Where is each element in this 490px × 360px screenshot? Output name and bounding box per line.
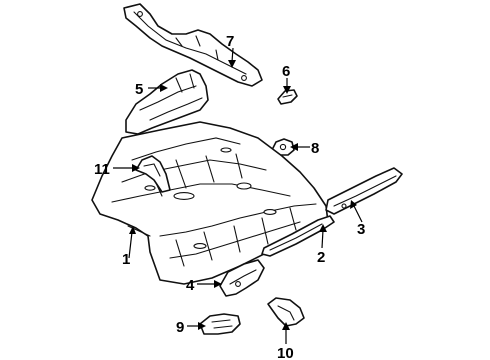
callout-10-label: 10 [277, 345, 294, 360]
small-bracket-part [277, 89, 298, 105]
callout-4-label: 4 [186, 277, 195, 294]
floor-bracket-part [219, 259, 265, 297]
callout-4: 4 [186, 277, 222, 294]
callout-7: 7 [226, 33, 236, 68]
callout-3: 3 [350, 200, 365, 238]
callout-6-label: 6 [282, 63, 290, 80]
callout-6: 6 [282, 63, 291, 94]
callout-8-label: 8 [311, 140, 319, 157]
callout-1-label: 1 [122, 251, 130, 268]
callout-5-label: 5 [135, 81, 143, 98]
callout-9-label: 9 [176, 319, 184, 336]
callout-10: 10 [277, 322, 294, 360]
callout-11-label: 11 [94, 161, 110, 178]
callout-7-label: 7 [226, 33, 234, 50]
support-bracket-part [267, 297, 305, 327]
callout-11: 11 [94, 161, 140, 178]
tunnel-extension-part [125, 69, 209, 135]
tunnel-brace-part [135, 155, 171, 193]
callout-1: 1 [122, 226, 136, 268]
callout-3-label: 3 [357, 221, 365, 238]
callout-5: 5 [135, 81, 168, 98]
callout-2: 2 [317, 224, 327, 266]
rocker-reinforcement-part [261, 215, 335, 257]
crossmember-part [123, 3, 263, 87]
side-sill-rail-part [325, 167, 403, 215]
seat-bracket-part [199, 313, 241, 335]
callout-8: 8 [290, 140, 319, 157]
callout-9: 9 [176, 319, 206, 336]
callout-2-label: 2 [317, 249, 325, 266]
